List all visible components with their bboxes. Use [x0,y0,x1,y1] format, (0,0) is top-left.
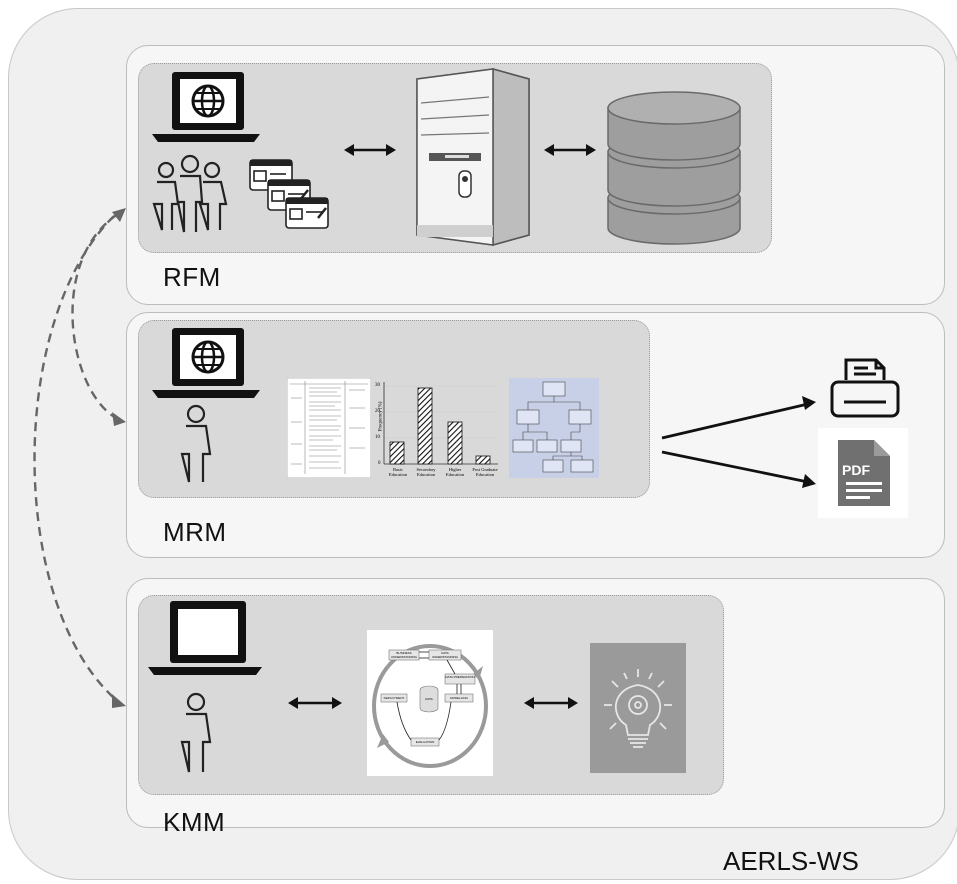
report-table-thumbnail [287,378,371,478]
pdf-file-icon [838,440,890,506]
laptop-icon [148,601,262,675]
chart-ytick: 20 [375,409,380,414]
pdf-icon-text: PDF [842,462,870,478]
bar-chart-thumbnail: Frequency (%) 30 20 10 0 Basic Education… [372,378,500,482]
database-icon [607,91,741,245]
rfm-label: RFM [163,262,221,292]
double-arrow-icon [288,697,342,709]
chart-ytick: 0 [378,461,381,466]
double-arrow-icon [544,144,596,156]
kmm-label: KMM [163,807,226,837]
cycle-center: DATA [425,697,433,701]
server-icon [416,68,530,246]
double-arrow-icon [344,144,396,156]
mrm-label: MRM [163,517,227,547]
printer-icon [830,358,900,418]
cycle-step: EVALUATION [415,740,435,744]
lightbulb-icon [590,643,686,773]
user-icon [180,404,212,483]
chart-category: Secondary Education [416,467,436,477]
crisp-dm-cycle-diagram: BUSINESS UNDERSTANDING DATA UNDERSTANDIN… [367,630,493,776]
chart-category: Basic Education [388,467,408,477]
user-icon [180,692,212,773]
cycle-step: MODELLING [450,696,468,700]
cycle-step: BUSINESS UNDERSTANDING [391,651,417,659]
system-label: AERLS-WS [723,846,859,876]
double-arrow-icon [524,697,578,709]
output-arrows [661,396,816,488]
laptop-globe-icon [152,328,260,398]
users-group-icon [152,154,228,233]
decision-tree-thumbnail [509,378,599,478]
web-forms-icon [249,159,329,229]
module-link-arrows [33,208,126,708]
chart-ylabel: Frequency (%) [378,401,384,432]
cycle-step: DEPLOYMENT [383,696,405,700]
laptop-globe-icon [152,72,260,142]
chart-category: Post Graduate Education [472,467,498,477]
cycle-step: DATA UNDERSTANDING [432,651,458,659]
chart-ytick: 10 [375,435,380,440]
chart-category: Higher Education [445,467,465,477]
cycle-step: DATA PREPARATION [445,675,475,679]
chart-ytick: 30 [375,383,380,388]
